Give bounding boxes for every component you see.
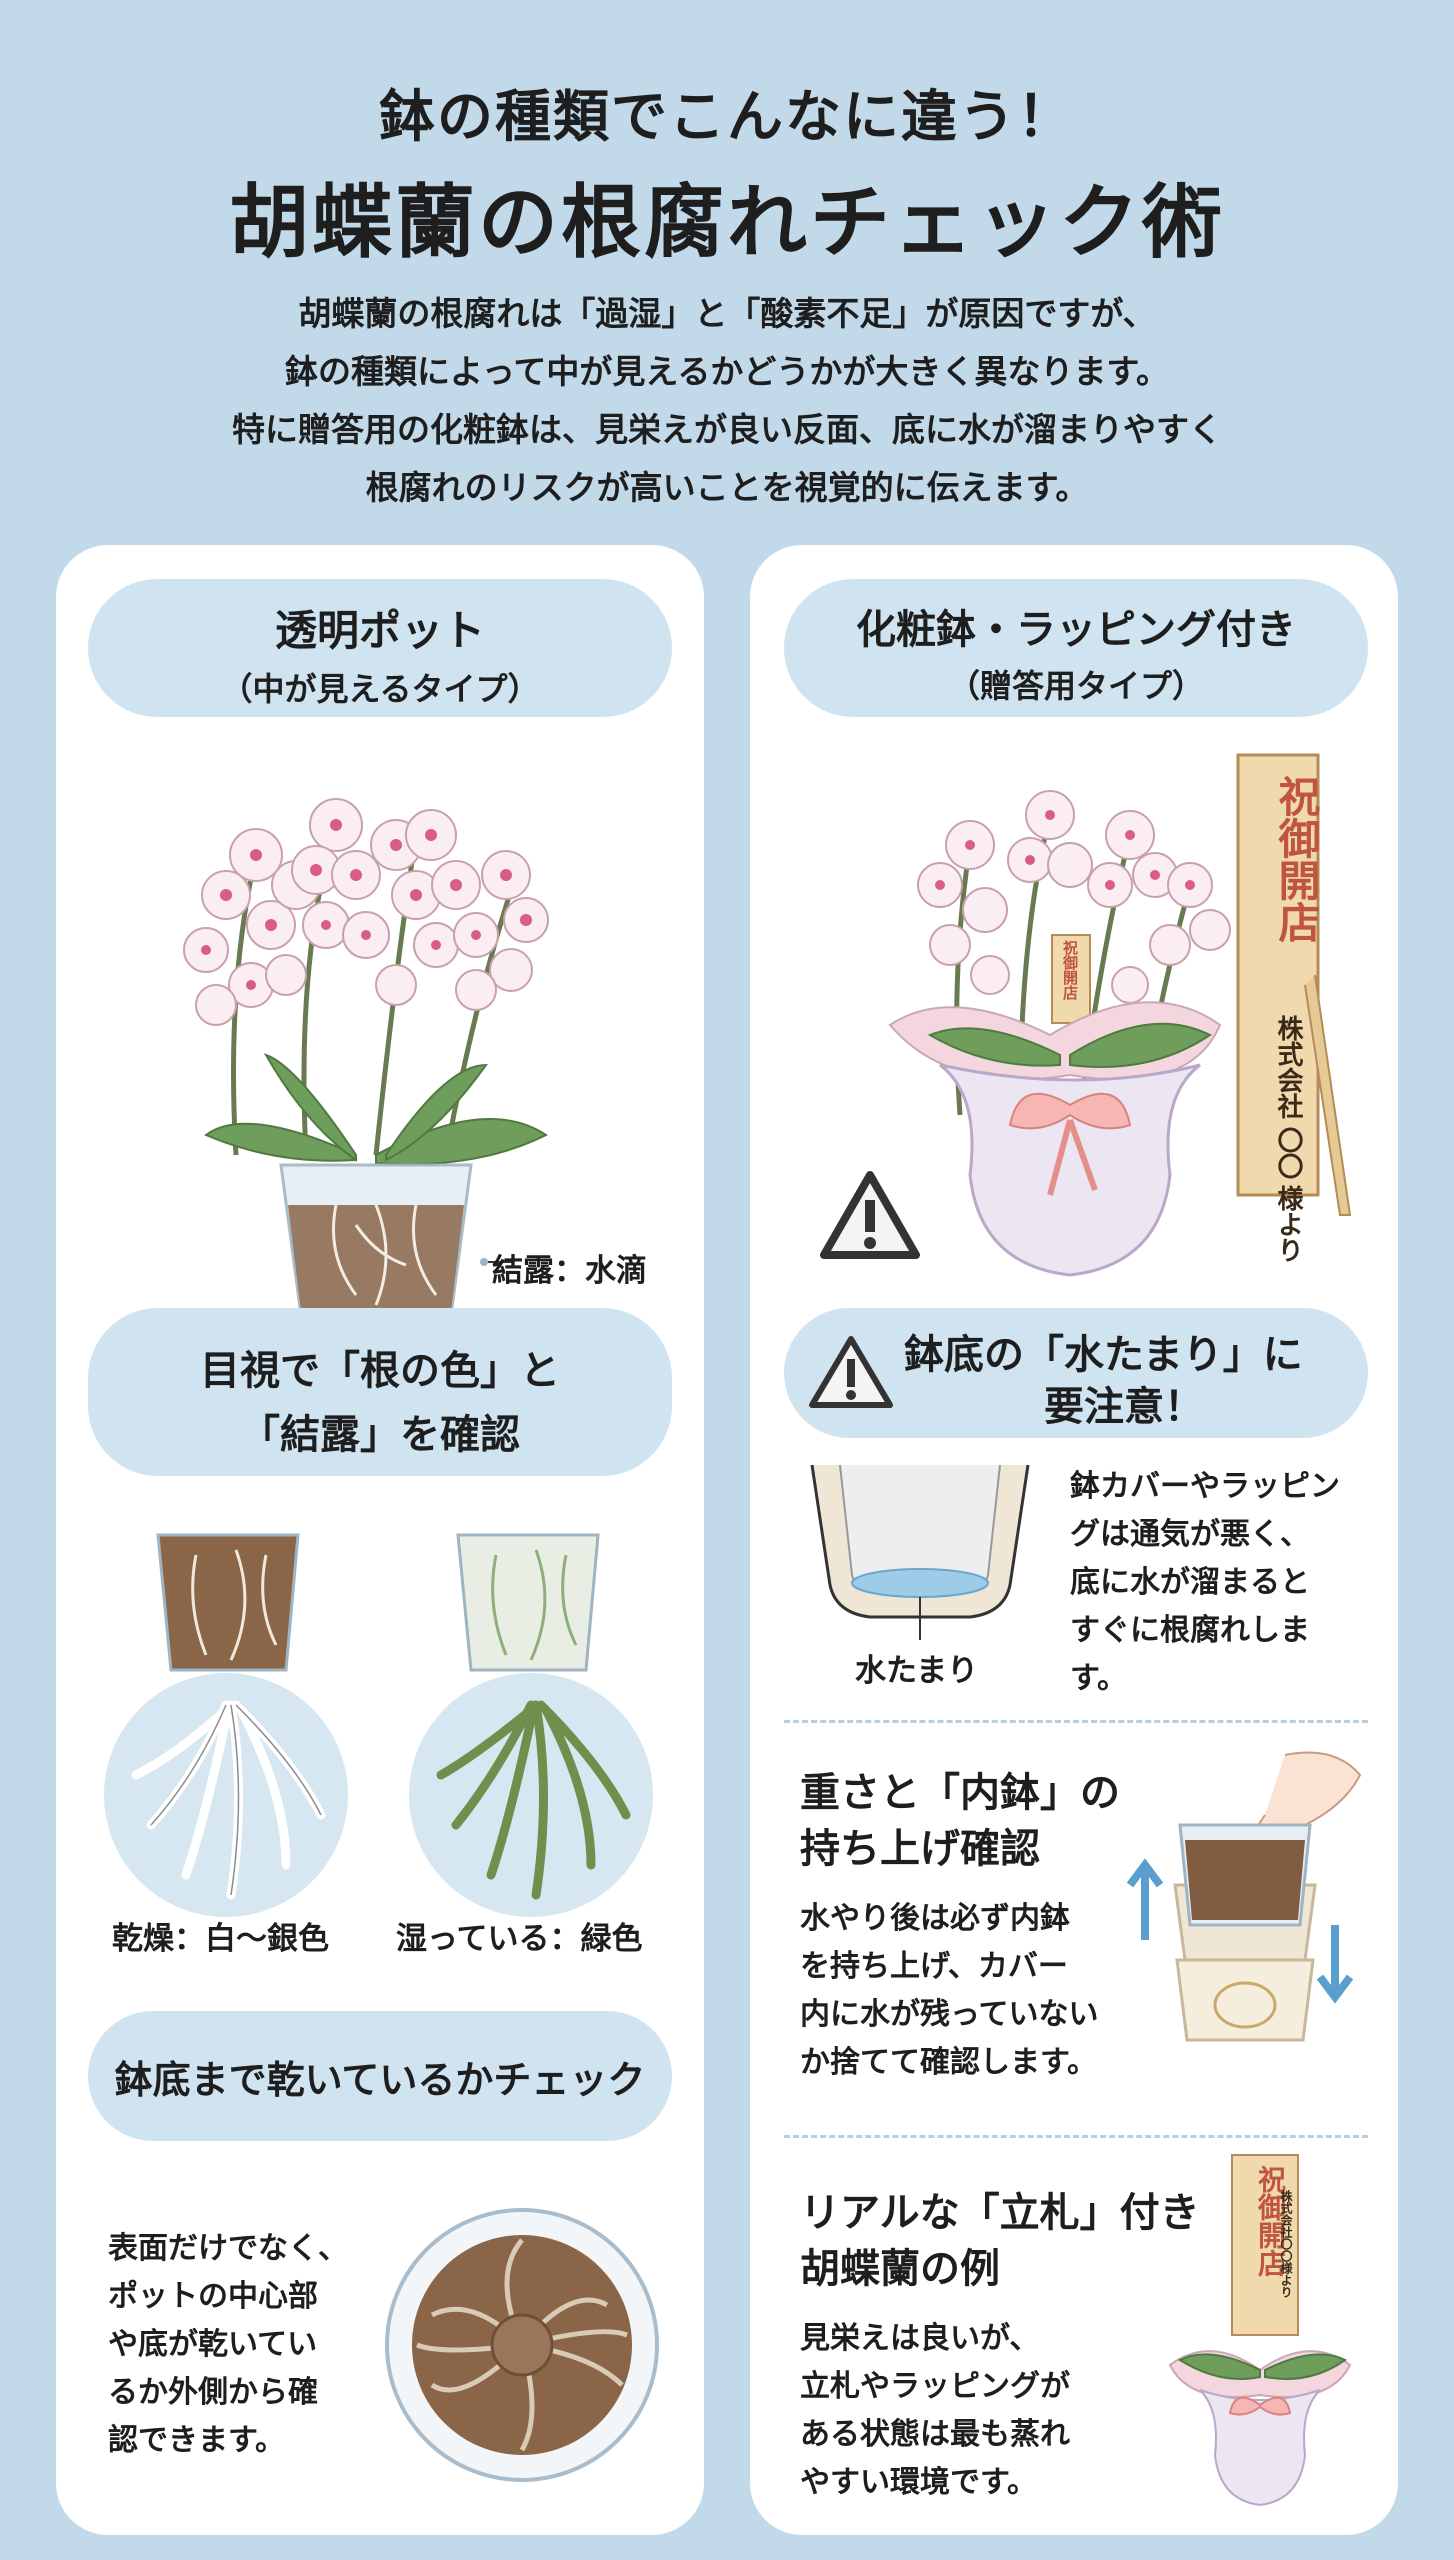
- tag-circles-text: 〇〇: [1273, 1127, 1303, 1179]
- text-line: グは通気が悪く、: [1070, 1517, 1310, 1552]
- text-line: や底が乾いてい: [108, 2327, 318, 2362]
- text-line: すぐに根腐れしま: [1070, 1613, 1310, 1648]
- real-tag-main-text: 祝御開店: [1254, 2165, 1287, 2277]
- wet-root-label: 湿っている：緑色: [396, 1921, 643, 1957]
- right-pill-title: 化粧鉢・ラッピング付き: [856, 607, 1296, 653]
- text-line: 内に水が残っていない: [800, 1997, 1099, 2032]
- root-comparison-illustration: [104, 1533, 653, 1917]
- divider: [784, 2135, 1368, 2138]
- bottom-dry-check-title: 鉢底まで乾いているかチェック: [114, 2058, 646, 2102]
- real-tag-orchid-illustration: [1168, 2154, 1352, 2507]
- text-line: 鉢カバーやラッピン: [1070, 1469, 1340, 1504]
- tag-sama-text: 様より: [1273, 1185, 1303, 1263]
- intro-line: 特に贈答用の化粧鉢は、見栄えが良い反面、底に水が溜まりやすく: [232, 410, 1222, 449]
- text-line: 見栄えは良いが、: [800, 2321, 1040, 2356]
- intro-line: 胡蝶蘭の根腐れは「過湿」と「酸素不足」が原因ですが、: [298, 294, 1156, 333]
- root-check-line2: 「結露」を確認: [240, 1412, 520, 1458]
- left-pill-subtitle: （中が見えるタイプ）: [220, 670, 540, 708]
- real-example-text: 見栄えは良いが、 立札やラッピングが ある状態は最も蒸れ やすい環境です。: [800, 2315, 1130, 2507]
- puddle-label: 水たまり: [855, 1653, 979, 1689]
- bottom-dry-text: 表面だけでなく、 ポットの中心部 や底が乾いてい るか外側から確 認できます。: [108, 2225, 368, 2465]
- text-line: す。: [1070, 1661, 1127, 1696]
- left-pill-title: 透明ポット: [274, 606, 485, 655]
- header-title: 胡蝶蘭の根腐れチェック術: [229, 176, 1225, 269]
- small-tag-text: 祝御開店: [1061, 940, 1079, 1000]
- intro-text: 胡蝶蘭の根腐れは「過湿」と「酸素不足」が原因ですが、 鉢の種類によって中が見える…: [110, 285, 1344, 517]
- text-line: 認できます。: [108, 2423, 285, 2458]
- tag-company-text: 株式会社: [1273, 1015, 1303, 1119]
- real-example-title: リアルな「立札」付き 胡蝶蘭の例: [800, 2185, 1200, 2297]
- text-line: るか外側から確: [108, 2375, 318, 2410]
- text-line: 重さと「内鉢」の: [800, 1770, 1120, 1816]
- right-pill-header: 化粧鉢・ラッピング付き （贈答用タイプ）: [784, 579, 1368, 717]
- text-line: 表面だけでなく、: [108, 2231, 348, 2266]
- gift-orchid-illustration: [820, 753, 1352, 1277]
- text-line: 底に水が溜まると: [1070, 1565, 1310, 1600]
- right-pill-subtitle: （贈答用タイプ）: [947, 667, 1204, 705]
- right-panel-decorative-pot: 化粧鉢・ラッピング付き （贈答用タイプ）: [750, 545, 1398, 2535]
- left-pill-header: 透明ポット （中が見えるタイプ）: [88, 579, 672, 717]
- root-check-pill: 目視で「根の色」と 「結露」を確認: [88, 1308, 672, 1476]
- header-subtitle: 鉢の種類でこんなに違う！: [379, 85, 1075, 150]
- text-line: リアルな「立札」付き: [800, 2190, 1200, 2236]
- text-line: 胡蝶蘭の例: [800, 2246, 1000, 2292]
- text-line: ポットの中心部: [108, 2279, 318, 2314]
- divider: [784, 1720, 1368, 1723]
- intro-line: 鉢の種類によって中が見えるかどうかが大きく異なります。: [284, 352, 1170, 391]
- intro-line: 根腐れのリスクが高いことを視覚的に伝えます。: [365, 468, 1089, 507]
- left-panel-transparent-pot: 透明ポット （中が見えるタイプ）: [56, 545, 704, 2535]
- text-line: か捨てて確認します。: [800, 2045, 1097, 2080]
- puddle-warning-line1: 鉢底の「水たまり」に: [904, 1332, 1303, 1378]
- text-line: 水やり後は必ず内鉢: [800, 1901, 1070, 1936]
- text-line: を持ち上げ、カバー: [800, 1949, 1068, 1984]
- text-line: 持ち上げ確認: [800, 1826, 1040, 1872]
- puddle-warning-line2: 要注意！: [1044, 1384, 1204, 1430]
- puddle-cross-section-illustration: [810, 1464, 1030, 1640]
- orchid-transparent-pot-illustration: [183, 798, 549, 1317]
- lift-check-text: 水やり後は必ず内鉢 を持ち上げ、カバー 内に水が残っていない か捨てて確認します…: [800, 1895, 1130, 2087]
- bottom-dry-check-pill: 鉢底まで乾いているかチェック: [88, 2011, 672, 2141]
- condensation-label: 結露：水滴: [492, 1253, 647, 1289]
- dry-root-label: 乾燥：白～銀色: [112, 1921, 329, 1957]
- lift-inner-pot-illustration: [1126, 1751, 1362, 2042]
- puddle-text: 鉢カバーやラッピン グは通気が悪く、 底に水が溜まると すぐに根腐れしま す。: [1070, 1463, 1370, 1703]
- real-tag-sub-text: 株式会社〇〇様より: [1279, 2190, 1293, 2298]
- text-line: 立札やラッピングが: [800, 2369, 1070, 2404]
- pot-bottom-view-illustration: [385, 2208, 659, 2482]
- text-line: やすい環境です。: [800, 2465, 1037, 2500]
- warning-icon: [809, 1336, 893, 1408]
- root-check-line1: 目視で「根の色」と: [200, 1348, 560, 1394]
- tag-main-text: 祝御開店: [1272, 775, 1321, 943]
- puddle-warning-pill: 鉢底の「水たまり」に 要注意！: [784, 1308, 1368, 1438]
- lift-check-title: 重さと「内鉢」の 持ち上げ確認: [800, 1765, 1120, 1877]
- text-line: ある状態は最も蒸れ: [800, 2417, 1070, 2452]
